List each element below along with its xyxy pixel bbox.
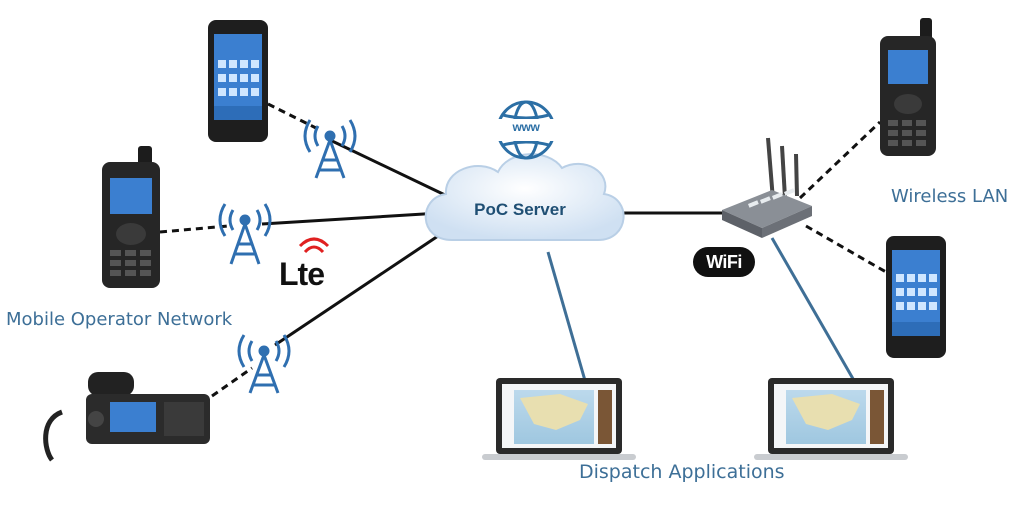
wireless-link-mobile [211,366,253,398]
lte-signal-icon [298,237,330,254]
wifi-badge: WiFi [693,247,755,277]
wireless-link-wlan-radio [798,120,882,200]
link-tower3-server [274,226,451,347]
mobile-radio-device [43,372,210,462]
internet-label: www [512,120,540,134]
wireless-link-phone1 [267,102,317,130]
wireless-lan-label: Wireless LAN [891,186,1009,207]
mobile-operator-network-label: Mobile Operator Network [6,309,233,330]
cell-tower-icon [218,203,272,265]
wireless-link-radio [159,224,229,234]
link-tower2-server [261,211,441,226]
cell-tower-icon [303,119,357,179]
cell-tower-icon [237,334,291,394]
smartphone-device [208,20,268,142]
smartphone-device [886,236,946,358]
handheld-radio-device [880,18,936,156]
dispatch-laptop [482,378,636,460]
dispatch-laptop [754,378,908,460]
link-server-dispatch1 [546,251,588,385]
wifi-router-icon [722,137,812,238]
poc-server-label: PoC Server [474,200,566,219]
wireless-link-wlan-phone [805,224,887,274]
poc-server-cloud [424,153,625,241]
lte-badge: Lte [279,256,325,292]
link-router-dispatch2 [770,237,858,385]
link-tower1-server [329,138,446,197]
dispatch-applications-label: Dispatch Applications [579,461,785,483]
handheld-radio-device [102,146,160,288]
